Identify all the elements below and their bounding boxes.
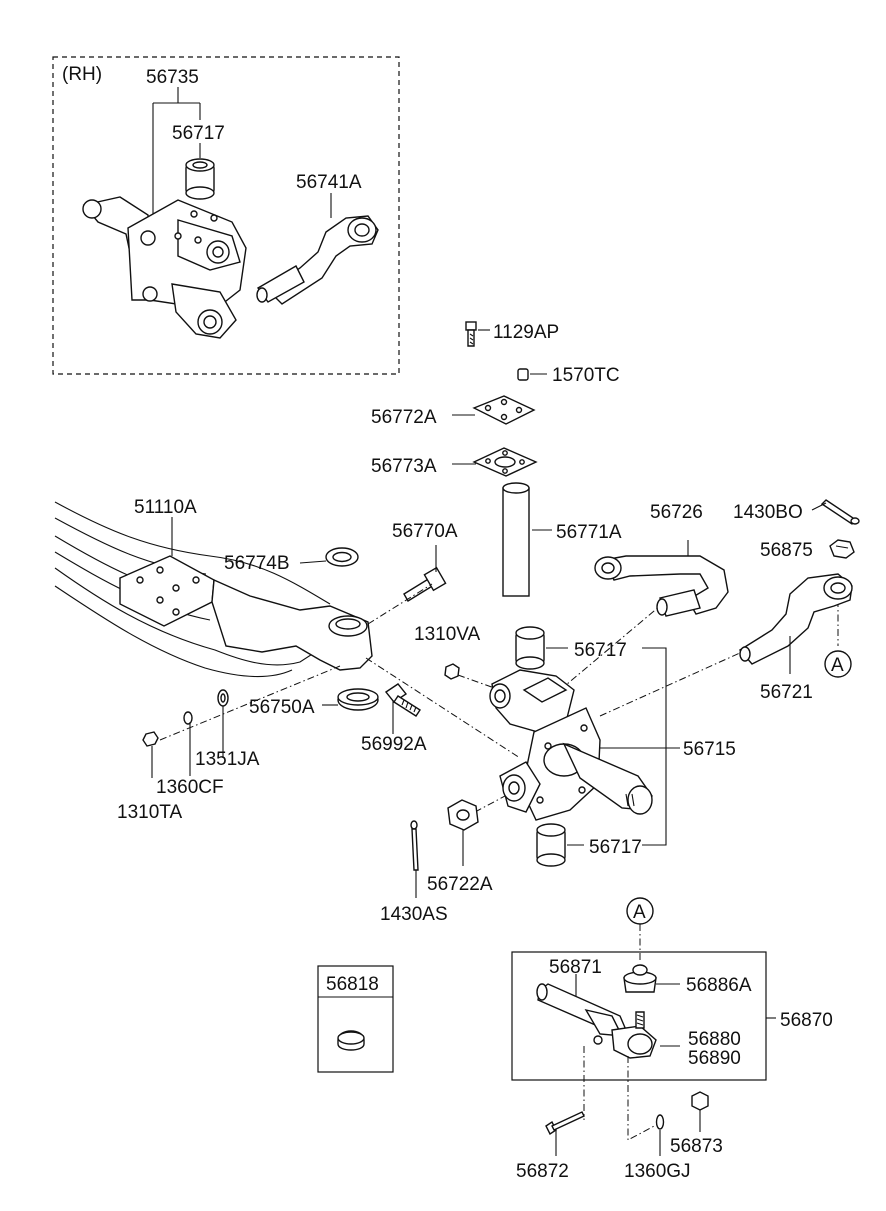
label-56715: 56715 xyxy=(683,739,736,760)
bushing-56717-rh xyxy=(185,158,215,200)
knuckle-rh xyxy=(82,196,247,339)
cotter-pin-1430AS xyxy=(410,820,419,898)
label-56818: 56818 xyxy=(326,974,379,995)
label-56717-top: 56717 xyxy=(574,640,627,661)
label-1360CF: 1360CF xyxy=(156,777,224,798)
part-labels: 56735 56717 56741A 1129AP 1570TC 56772A … xyxy=(117,67,833,1182)
label-56717-bot: 56717 xyxy=(589,837,642,858)
label-56875: 56875 xyxy=(760,540,813,561)
nut-1310TA xyxy=(142,731,159,778)
arm-56721 xyxy=(738,573,853,674)
label-1310VA: 1310VA xyxy=(414,624,481,645)
rh-inset: (RH) xyxy=(52,56,400,375)
label-1351JA: 1351JA xyxy=(195,749,260,770)
arm-56741A xyxy=(256,215,379,305)
label-51110A: 51110A xyxy=(134,497,197,518)
label-1360GJ: 1360GJ xyxy=(624,1161,691,1182)
ref-marker-a-lower: A xyxy=(626,897,654,962)
label-56772A: 56772A xyxy=(371,407,437,428)
label-56890: 56890 xyxy=(688,1048,741,1069)
bushing-56717-top xyxy=(515,626,568,670)
bushing-56717-bottom xyxy=(536,823,584,867)
label-56750A: 56750A xyxy=(249,697,315,718)
washer-56774B xyxy=(299,547,359,567)
label-56717-rh: 56717 xyxy=(172,123,225,144)
axis-line-10 xyxy=(627,1056,659,1141)
ref-marker-a-upper: A xyxy=(824,650,852,678)
bolt-56992A xyxy=(384,683,421,734)
nut-56722A xyxy=(447,799,479,866)
label-1129AP: 1129AP xyxy=(493,322,559,343)
bracket-56717 xyxy=(642,647,667,846)
washer-1360CF xyxy=(183,711,193,776)
axis-line-1 xyxy=(159,665,341,741)
grease-fitting-1570TC xyxy=(517,368,547,381)
rh-inset-border xyxy=(52,56,400,375)
nut-56873 xyxy=(691,1091,709,1132)
box-56818 xyxy=(317,965,394,1073)
pin-56770A xyxy=(403,545,447,602)
label-56774B: 56774B xyxy=(224,553,290,574)
axle-beam-51110A xyxy=(54,501,373,678)
leader-56735 xyxy=(152,87,201,225)
bolt-56872 xyxy=(545,1111,585,1156)
label-1430BO: 1430BO xyxy=(733,502,803,523)
axis-line-3 xyxy=(367,583,433,625)
box-56870-border xyxy=(511,951,767,1081)
nut-1310VA xyxy=(444,663,460,680)
washer-1351JA xyxy=(217,689,229,758)
label-56872: 56872 xyxy=(516,1161,569,1182)
label-56992A: 56992A xyxy=(361,734,427,755)
knuckle-56715 xyxy=(489,669,653,821)
rh-label: (RH) xyxy=(62,64,102,85)
label-56880: 56880 xyxy=(688,1029,741,1050)
axis-line-5 xyxy=(599,651,743,717)
bearing-56750A xyxy=(322,688,379,711)
label-1310TA: 1310TA xyxy=(117,802,182,823)
cap-56772A xyxy=(452,395,536,425)
axis-line-2 xyxy=(365,657,521,759)
label-56726: 56726 xyxy=(650,502,703,523)
bolt-1129AP xyxy=(465,321,490,347)
arm-56726 xyxy=(594,540,729,617)
label-56770A: 56770A xyxy=(392,521,458,542)
nut-56875 xyxy=(829,539,855,559)
label-1430AS: 1430AS xyxy=(380,904,448,925)
label-56873: 56873 xyxy=(670,1136,723,1157)
label-56773A: 56773A xyxy=(371,456,437,477)
label-56771A: 56771A xyxy=(556,522,622,543)
boot-56886A xyxy=(623,964,680,993)
ball-joint-56880 xyxy=(593,1011,680,1059)
label-56722A: 56722A xyxy=(427,874,493,895)
label-56886A: 56886A xyxy=(686,975,752,996)
label-56871: 56871 xyxy=(549,957,602,978)
label-1570TC: 1570TC xyxy=(552,365,620,386)
label-56721: 56721 xyxy=(760,682,813,703)
label-56870: 56870 xyxy=(780,1010,833,1031)
label-56741A: 56741A xyxy=(296,172,362,193)
ref-marker-a-upper-label: A xyxy=(831,655,844,676)
tube-56871 xyxy=(536,974,627,1037)
gasket-56773A xyxy=(452,447,538,477)
box-56818-border xyxy=(317,965,394,1073)
box-56870: A xyxy=(511,897,776,1081)
washer-1360GJ xyxy=(655,1114,665,1156)
label-56735: 56735 xyxy=(146,67,199,88)
ref-marker-a-lower-label: A xyxy=(633,902,646,923)
cotter-pin-1430BO xyxy=(811,499,860,525)
axis-line-7 xyxy=(474,787,521,813)
kingpin-56771A xyxy=(502,482,552,597)
